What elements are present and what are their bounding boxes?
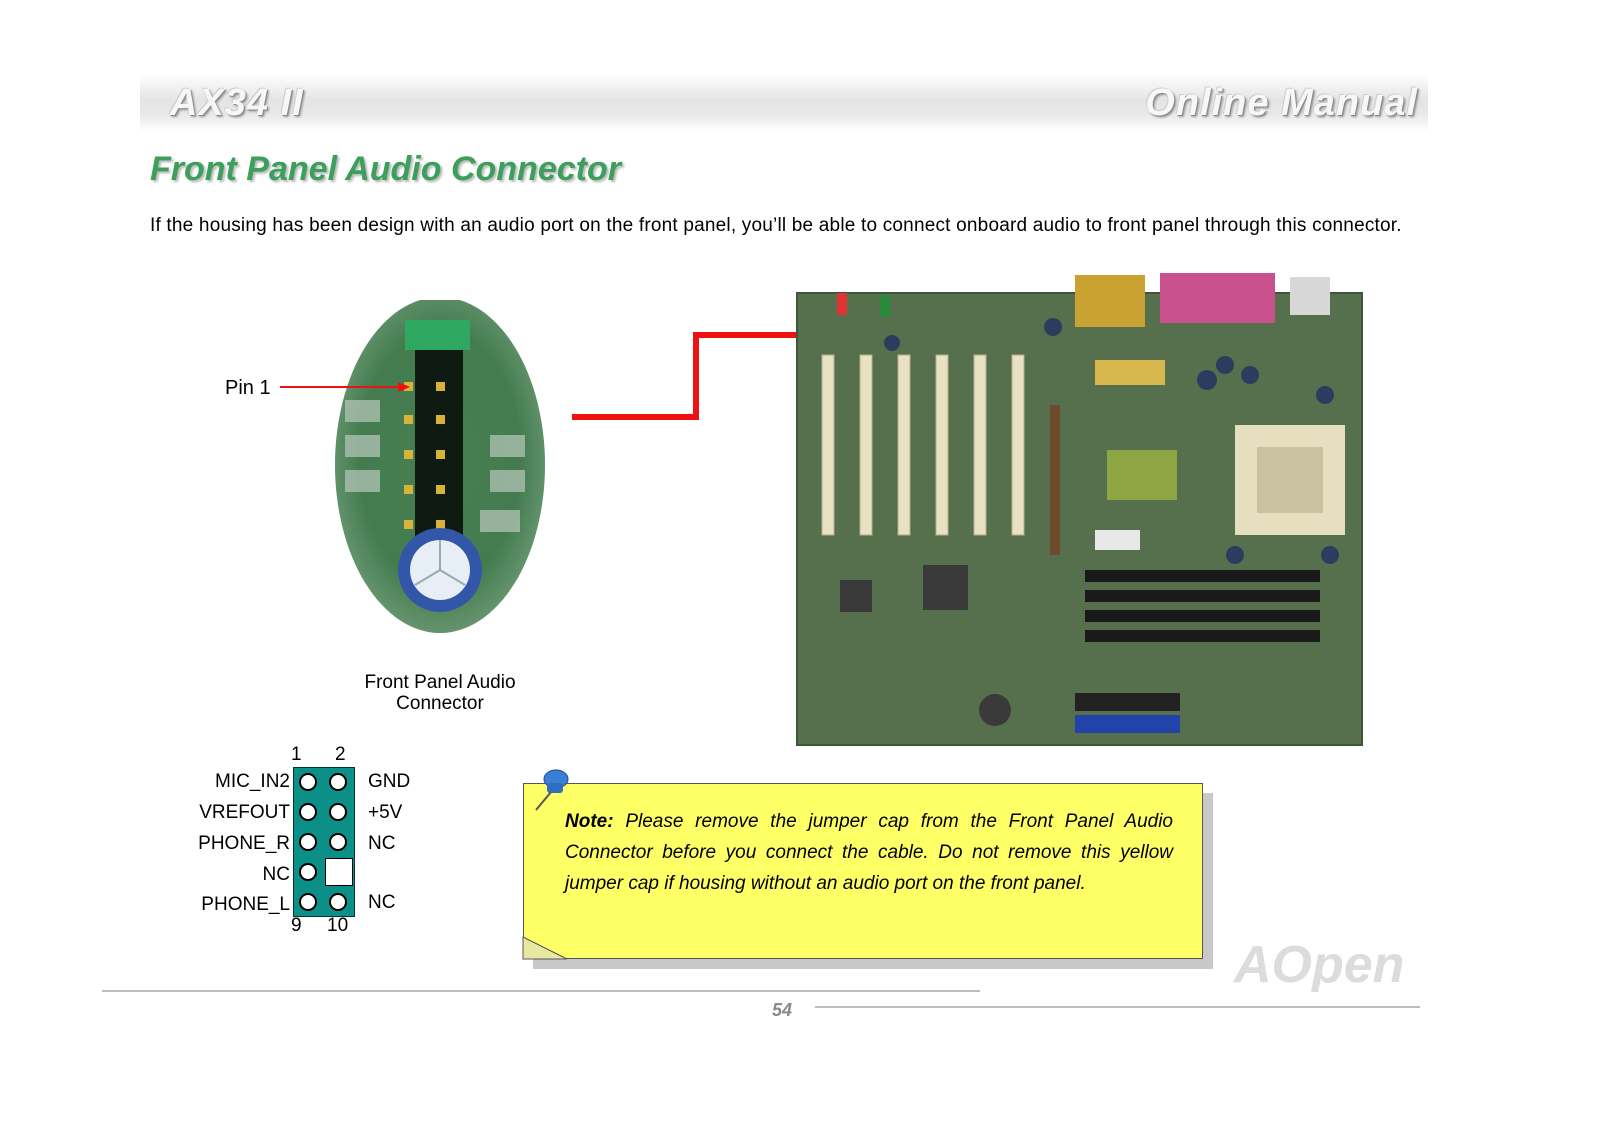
note-curl [522,936,568,960]
note-text: Note: Please remove the jumper cap from … [565,806,1173,899]
pin-6 [329,833,347,851]
pin-number-2: 2 [335,744,346,765]
pin-label-nc-right-1: NC [368,833,396,854]
note-label: Note: [565,811,614,832]
note-body: Please remove the jumper cap from the Fr… [565,811,1173,894]
pin-number-9: 9 [291,915,302,936]
pin-2 [329,773,347,791]
pin-label-phone-r: PHONE_R [198,833,290,854]
page-number: 54 [772,1000,793,1020]
pin-label-mic-in2: MIC_IN2 [215,771,290,792]
caption-line-1: Front Panel Audio [364,672,516,693]
pin-1 [299,773,317,791]
pin-number-1: 1 [291,744,302,765]
connector-closeup-photo [335,300,545,633]
pin-3 [299,803,317,821]
pin-8-key [325,858,353,886]
pin-9 [299,893,317,911]
footer-rule-left [102,990,980,992]
pin-label-vrefout: VREFOUT [199,802,290,823]
pin-4 [329,803,347,821]
pin1-arrow [280,382,410,392]
pushpin-icon [535,769,569,811]
pin-10 [329,893,347,911]
motherboard-photo [796,273,1363,746]
pin-header-diagram [293,767,355,917]
pin-label-nc-right-2: NC [368,892,396,913]
product-name: AX34 II [170,82,304,124]
aopen-logo-text: AOpen [1232,936,1404,992]
pin-7 [299,863,317,881]
pin-label-nc-left: NC [262,864,290,885]
pin-5 [299,833,317,851]
footer-rule-right [815,1006,1420,1008]
aopen-logo: AOpen [1232,936,1404,992]
pin-label-5v: +5V [368,802,403,823]
page-title: Front Panel Audio Connector [150,150,621,188]
pin1-label: Pin 1 [225,377,271,399]
caption-line-2: Connector [396,693,484,714]
pin-label-phone-l: PHONE_L [201,894,290,915]
pin-number-10: 10 [327,915,349,936]
header-band [140,74,1428,132]
note-box [523,783,1203,959]
pin-label-gnd: GND [368,771,411,792]
intro-paragraph: If the housing has been design with an a… [150,215,1402,236]
manual-label: Online Manual [1145,82,1418,124]
connector-caption: Front Panel Audio Connector [350,672,530,714]
